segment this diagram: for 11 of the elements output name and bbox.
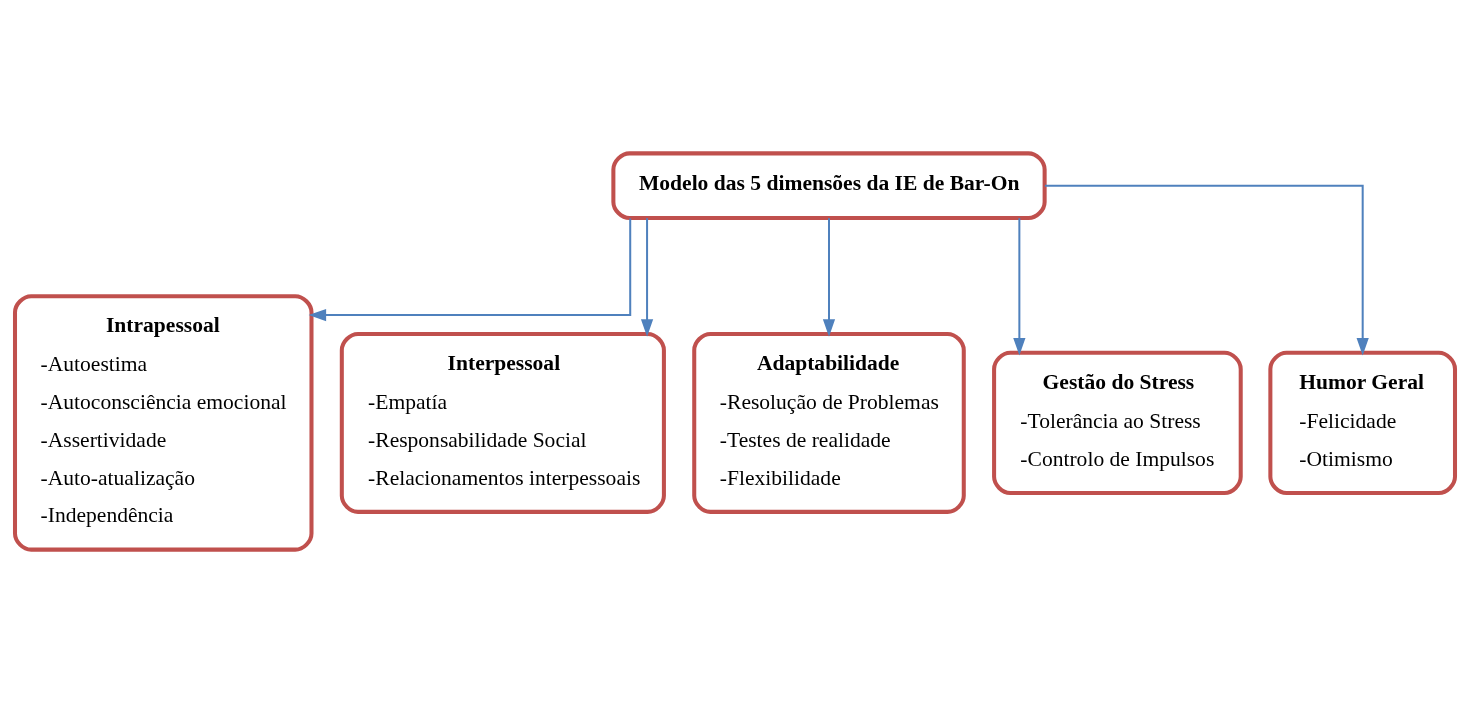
node-box: Intrapessoal -Autoestima -Autoconsciência emocional -Assertividade -Auto-atualização -Independência [13,293,314,552]
arrow [1044,184,1369,355]
node-box: Adaptabilidade -Resolução de Problemas -Testes de realidade -Flexibilidade [692,331,966,514]
node-box: Humor Geral -Felicidade -Otimismo [1268,350,1457,495]
arrow [640,217,654,337]
arrow [308,217,632,321]
arrow [822,217,836,337]
node-box: Gestão do Stress -Tolerância ao Stress -Controlo de Impulsos [992,350,1243,495]
node-box: Modelo das 5 dimensões da IE de Bar-On [611,150,1047,220]
node-box: Interpessoal -Empatía -Responsabilidade Social -Relacionamentos interpessoais [339,331,666,514]
arrow [1013,217,1026,355]
